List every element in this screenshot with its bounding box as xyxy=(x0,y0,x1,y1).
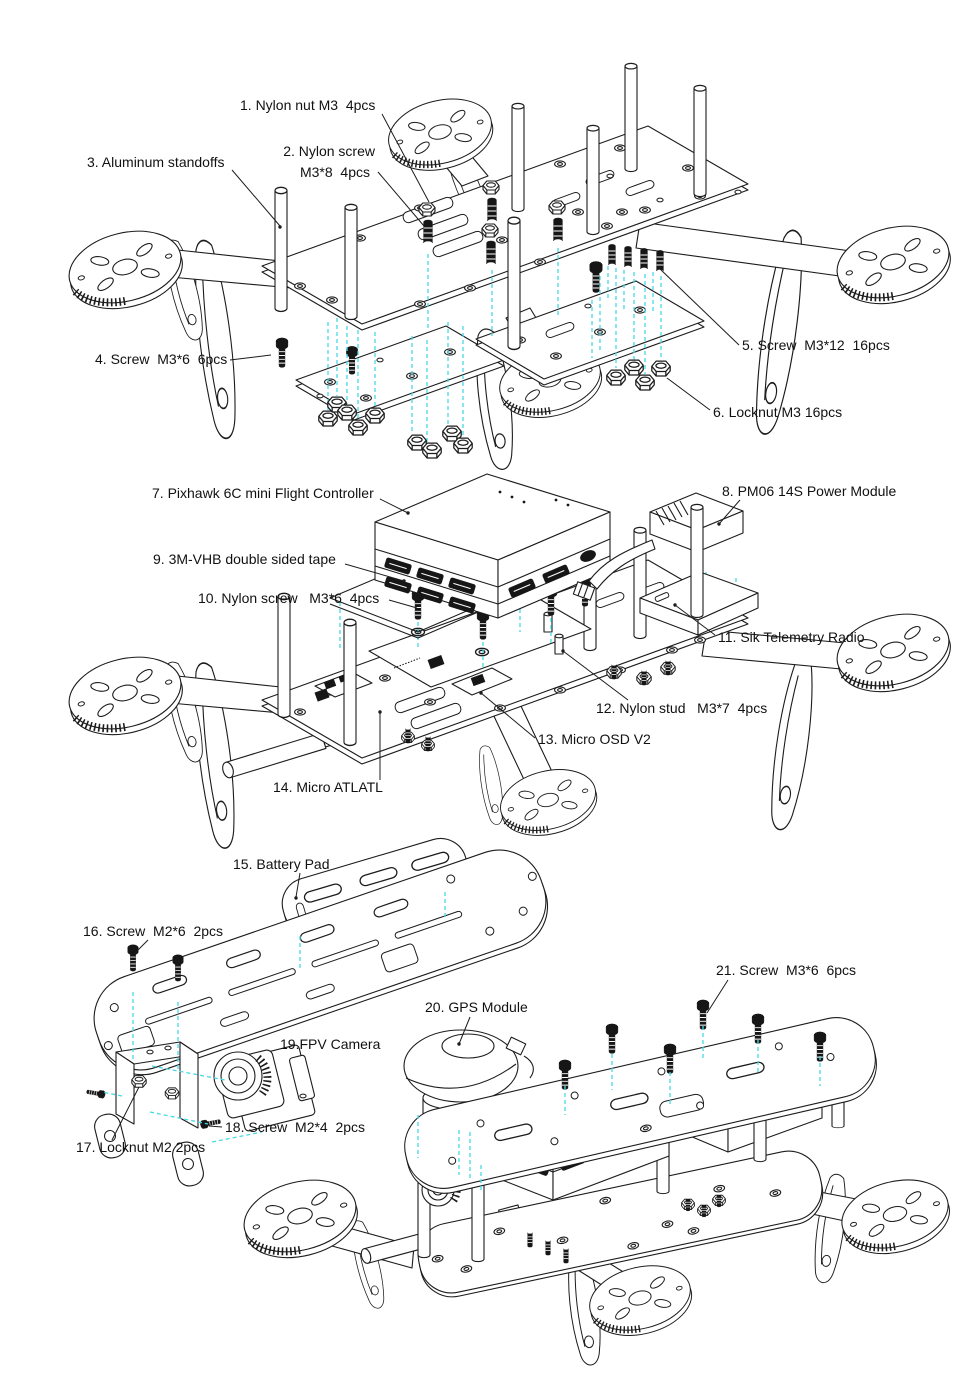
leader-lines xyxy=(111,113,741,1141)
gps-module xyxy=(403,1029,534,1127)
leader-line-17 xyxy=(111,1086,140,1141)
part-label-2b: M3*8 4pcs xyxy=(300,164,370,180)
leader-line-18 xyxy=(208,1125,223,1128)
leader-line-16 xyxy=(134,939,149,954)
leader-line-12 xyxy=(562,650,629,701)
power-cable xyxy=(588,539,656,590)
leader-line-13 xyxy=(480,692,536,739)
alignment-guides xyxy=(101,892,821,1190)
part-label-10: 10. Nylon screw M3*6 4pcs xyxy=(198,590,379,606)
screw-m3x6 xyxy=(275,337,289,368)
leader-line-15 xyxy=(295,872,301,898)
part-label-7: 7. Pixhawk 6C mini Flight Controller xyxy=(152,485,374,501)
part-label-8: 8. PM06 14S Power Module xyxy=(722,483,897,499)
part-label-4: 4. Screw M3*6 6pcs xyxy=(95,351,227,367)
ports xyxy=(384,550,596,614)
leader-line-9 xyxy=(344,563,405,582)
part-label-9: 9. 3M-VHB double sided tape xyxy=(153,551,336,567)
screw-m2 xyxy=(85,1087,106,1099)
leader-line-1 xyxy=(381,113,430,203)
part-label-13: 13. Micro OSD V2 xyxy=(538,731,651,747)
locknut-m2 xyxy=(164,1087,180,1100)
part-label-17: 17. Locknut M2 2pcs xyxy=(76,1139,205,1155)
part-label-2: 2. Nylon screw xyxy=(283,143,376,159)
micro-osd-pcb xyxy=(451,667,513,696)
stack-bottom-plate xyxy=(417,1150,824,1298)
part-label-18: 18. Screw M2*4 2pcs xyxy=(225,1119,365,1135)
view-electronics-exploded xyxy=(60,473,959,851)
frame-top-plate xyxy=(93,849,549,1076)
part-label-6: 6. Locknut M3 16pcs xyxy=(713,404,842,420)
leader-line-20 xyxy=(458,1016,471,1045)
part-label-5: 5. Screw M3*12 16pcs xyxy=(742,337,890,353)
landing-fin xyxy=(762,654,822,833)
main-plate-cutouts xyxy=(278,580,706,730)
arm-strip xyxy=(635,221,859,279)
leader-line-7 xyxy=(379,498,409,514)
fpv-camera xyxy=(213,1044,316,1132)
locknut-m2 xyxy=(131,1075,147,1088)
part-label-1: 1. Nylon nut M3 4pcs xyxy=(240,97,375,113)
leader-line-8 xyxy=(718,499,741,525)
part-label-14: 14. Micro ATLATL xyxy=(273,779,383,795)
fc-deck-plate xyxy=(368,592,592,688)
part-label-16: 16. Screw M2*6 2pcs xyxy=(83,923,223,939)
view-final-assembly xyxy=(85,837,958,1368)
leader-line-4 xyxy=(229,354,272,361)
leader-line-21 xyxy=(706,979,729,1014)
screw-m2x6 xyxy=(127,944,139,972)
leader-line-5 xyxy=(658,267,740,346)
leader-line-6 xyxy=(666,377,711,411)
part-label-20: 20. GPS Module xyxy=(425,999,528,1015)
part-label-11: 11. Sik Telemetry Radio xyxy=(718,629,865,645)
part-labels: 1. Nylon nut M3 4pcs 2. Nylon screw M3*8… xyxy=(76,97,897,1155)
leader-line-11 xyxy=(674,604,716,636)
leader-line-10 xyxy=(388,599,418,609)
screw-m2x4 xyxy=(199,1117,222,1130)
pixhawk-box xyxy=(374,473,611,619)
part-label-12: 12. Nylon stud M3*7 4pcs xyxy=(596,700,767,716)
part-label-19: 19.FPV Camera xyxy=(280,1036,381,1052)
leader-line-3 xyxy=(231,169,281,227)
part-label-21: 21. Screw M3*6 6pcs xyxy=(716,962,856,978)
part-label-3: 3. Aluminum standoffs xyxy=(87,154,224,170)
stack-top-plate xyxy=(404,1017,877,1194)
part-label-15: 15. Battery Pad xyxy=(233,856,330,872)
lower-plate-right xyxy=(475,280,705,386)
leader-line-2 xyxy=(377,171,425,227)
alignment-guides xyxy=(327,248,662,442)
aluminum-standoff xyxy=(690,503,704,619)
top-dots xyxy=(498,490,570,507)
view-frame-exploded xyxy=(60,62,959,472)
